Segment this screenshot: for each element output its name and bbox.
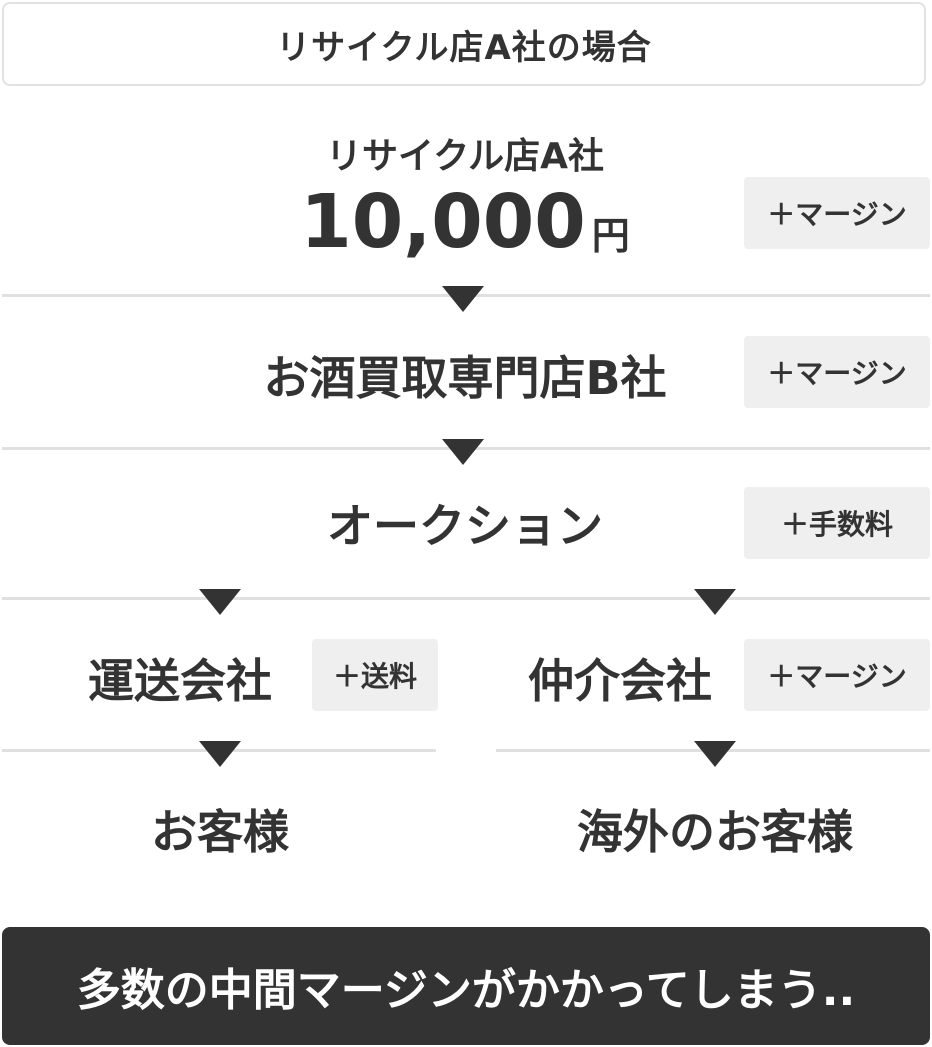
header-title: リサイクル店A社の場合 [276,27,652,68]
right-branch-name: 仲介会社 [528,654,712,708]
step3-name: オークション [327,499,603,553]
step1-margin-badge: ＋マージン [744,177,930,249]
step2-margin-badge: ＋マージン [744,336,930,408]
step1-name: リサイクル店A社 [325,136,605,177]
down-arrow-icon [442,439,484,465]
price-unit: 円 [591,213,630,258]
header-box: リサイクル店A社の場合 [2,2,926,86]
right-destination: 海外のお客様 [577,805,853,859]
price-value: 10,000 [300,179,586,265]
step2-name: お酒買取専門店B社 [263,351,667,405]
conclusion-text: 多数の中間マージンがかかってしまう.. [76,965,856,1016]
step3-fee-badge: ＋手数料 [744,487,930,559]
step1-price: 10,000 円 [260,180,670,264]
down-arrow-icon [694,589,736,615]
left-branch-name: 運送会社 [88,654,272,708]
left-destination: お客様 [151,805,289,859]
right-branch-margin-badge: ＋マージン [744,639,930,711]
down-arrow-icon [442,286,484,312]
down-arrow-icon [199,589,241,615]
down-arrow-icon [694,741,736,767]
conclusion-banner: 多数の中間マージンがかかってしまう.. [2,927,930,1045]
left-branch-shipping-badge: ＋送料 [312,639,438,711]
divider-3 [2,597,930,600]
down-arrow-icon [199,741,241,767]
